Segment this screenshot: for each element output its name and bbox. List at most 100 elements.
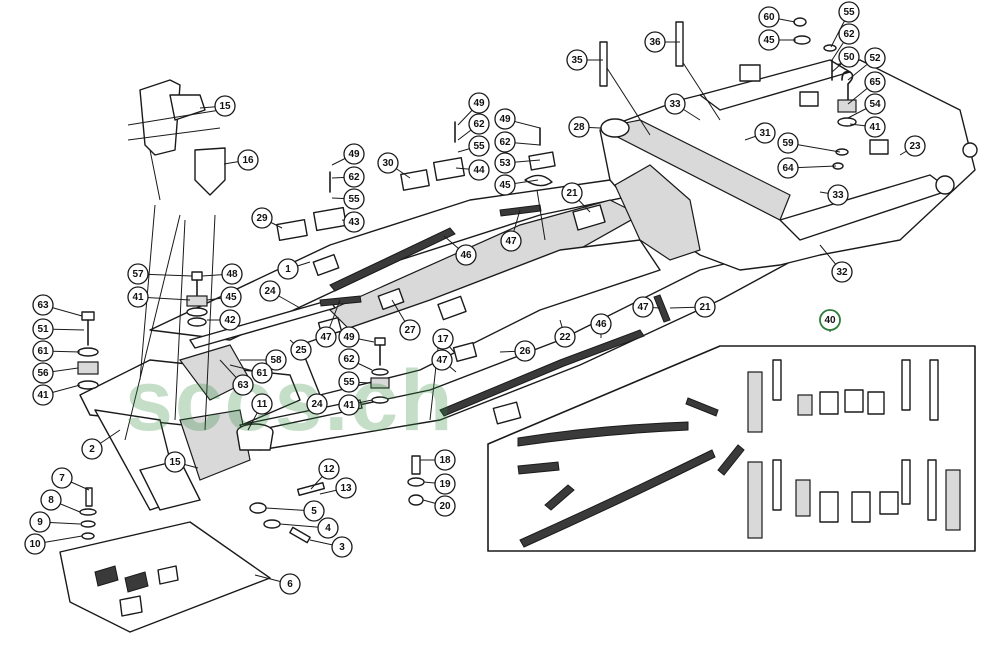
callout-62: 62 <box>338 348 360 370</box>
callout-5: 5 <box>303 500 325 522</box>
callout-55: 55 <box>838 1 860 23</box>
callout-label: 41 <box>37 390 49 401</box>
callout-label: 41 <box>343 400 355 411</box>
callout-circle <box>290 339 312 361</box>
callout-label: 55 <box>473 141 485 152</box>
callout-circle <box>251 207 273 229</box>
kit-strip-e <box>519 449 716 548</box>
callout-circle <box>32 340 54 362</box>
callout-52: 52 <box>864 47 886 69</box>
frame-rubber-strip-46a <box>329 227 456 292</box>
callout-circle <box>554 326 576 348</box>
callout-60: 60 <box>758 6 780 28</box>
callout-45: 45 <box>758 29 780 51</box>
callout-label: 54 <box>869 99 881 110</box>
callout-circle <box>590 313 612 335</box>
callout-33: 33 <box>664 93 686 115</box>
callout-46: 46 <box>590 313 612 335</box>
rear-end-eye <box>935 175 955 195</box>
callout-circle <box>32 384 54 406</box>
callout-circle <box>864 47 886 69</box>
stud-35 <box>599 41 608 87</box>
kit-strip-a <box>685 397 719 417</box>
washer-62 <box>371 368 389 376</box>
callout-label: 45 <box>225 292 237 303</box>
callout-circle <box>29 511 51 533</box>
callout-circle <box>864 93 886 115</box>
mount-block-a <box>312 253 340 277</box>
callout-31: 31 <box>754 122 776 144</box>
callout-label: 47 <box>637 302 649 313</box>
kit-strip-d <box>544 484 575 511</box>
callout-circle <box>51 467 73 489</box>
callout-10: 10 <box>24 533 46 555</box>
pad-43 <box>312 206 348 232</box>
callout-17: 17 <box>432 328 454 350</box>
callout-49: 49 <box>494 108 516 130</box>
callout-61: 61 <box>251 362 273 384</box>
callout-label: 2 <box>89 444 95 455</box>
callout-circle <box>632 296 654 318</box>
callout-2: 2 <box>81 438 103 460</box>
callout-label: 46 <box>595 319 607 330</box>
callout-21: 21 <box>561 182 583 204</box>
callout-label: 61 <box>37 346 49 357</box>
callout-49: 49 <box>343 143 365 165</box>
kit-stack-3 <box>945 469 961 531</box>
callout-62: 62 <box>468 113 490 135</box>
callout-circle <box>500 230 522 252</box>
rear-tower <box>614 164 701 261</box>
undertray-clip-d <box>119 595 143 617</box>
callout-40: 40 <box>819 309 841 331</box>
callout-16: 16 <box>237 149 259 171</box>
fixing-kit-panel <box>487 345 976 552</box>
callout-circle <box>434 449 456 471</box>
washer-19 <box>407 477 425 487</box>
callout-label: 45 <box>763 35 775 46</box>
callout-circle <box>904 135 926 157</box>
undertray-clip-a <box>94 565 119 587</box>
callout-circle <box>644 31 666 53</box>
callout-circle <box>514 340 536 362</box>
rubber-45 <box>186 295 208 307</box>
callout-label: 63 <box>37 300 49 311</box>
callout-13: 13 <box>335 477 357 499</box>
callout-label: 21 <box>566 188 578 199</box>
callout-35: 35 <box>566 49 588 71</box>
callout-circle <box>694 296 716 318</box>
callout-64: 64 <box>777 157 799 179</box>
callout-label: 11 <box>257 399 268 410</box>
mid-fastener-stack <box>186 271 208 327</box>
callout-label: 1 <box>285 264 291 275</box>
callout-57: 57 <box>127 263 149 285</box>
callout-label: 41 <box>132 292 144 303</box>
callout-circle <box>219 309 241 331</box>
frame-rubber-strip-46b <box>439 329 645 417</box>
callout-56: 56 <box>32 362 54 384</box>
callout-circle <box>343 143 365 165</box>
callout-label: 43 <box>348 217 360 228</box>
callout-53: 53 <box>494 152 516 174</box>
callout-42: 42 <box>219 309 241 331</box>
callout-label: 15 <box>219 101 231 112</box>
callout-8: 8 <box>40 489 62 511</box>
guide-lines-rear <box>536 54 721 241</box>
kit-bolt-1 <box>772 359 782 401</box>
callout-label: 31 <box>759 128 771 139</box>
callout-label: 47 <box>505 236 517 247</box>
callout-label: 57 <box>132 269 144 280</box>
callout-label: 62 <box>343 354 355 365</box>
washer-45b <box>793 35 811 45</box>
callout-label: 62 <box>348 172 360 183</box>
callout-55: 55 <box>338 371 360 393</box>
callout-circle <box>494 174 516 196</box>
callout-1: 1 <box>277 258 299 280</box>
callout-circle <box>468 113 490 135</box>
bracket-plate-16 <box>194 147 226 196</box>
callout-3: 3 <box>331 536 353 558</box>
kit-pad-3 <box>867 391 885 415</box>
callout-circle <box>455 244 477 266</box>
callout-label: 64 <box>782 163 794 174</box>
pad-53 <box>528 151 556 171</box>
